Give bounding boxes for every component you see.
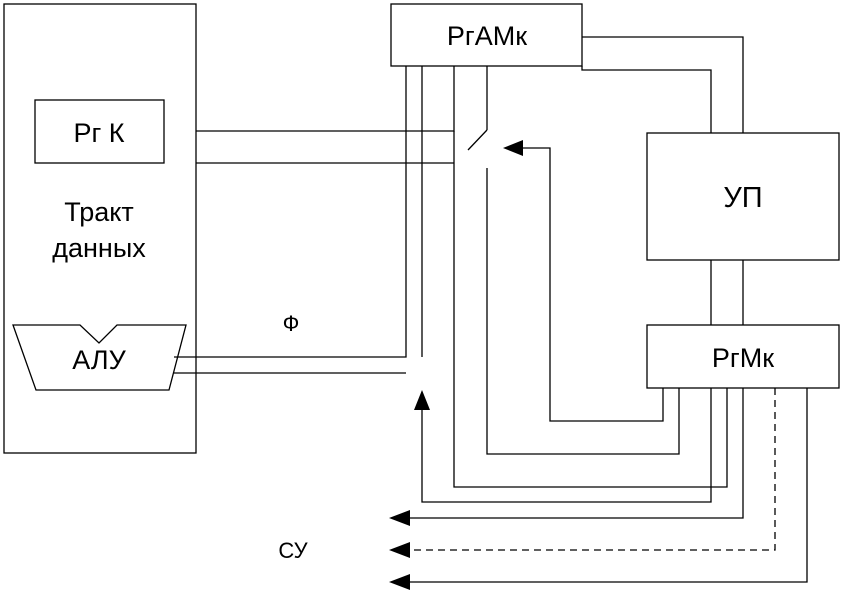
reg-mk-label: РгМк — [712, 343, 774, 373]
reg-k-block — [34, 99, 165, 164]
mk-to-flag-wire — [421, 388, 712, 503]
reg-k-wire-1 — [196, 66, 455, 132]
flag-label: Ф — [283, 311, 300, 336]
reg-k-label: Рг К — [73, 118, 124, 148]
switch-blade — [467, 129, 488, 151]
amk-to-up-wire-inner — [581, 66, 712, 133]
mk-to-amk-wire — [453, 131, 728, 488]
control-signal-arrow-2 — [389, 542, 410, 558]
data-path-label-line2: данных — [52, 233, 146, 263]
alu-label: АЛУ — [72, 345, 126, 375]
control-signal-wire-1 — [408, 388, 744, 519]
switch-control-arrow — [503, 140, 523, 156]
mk-to-switch-wire — [520, 147, 664, 422]
reg-mk-block — [646, 324, 840, 389]
data-path-label-line1: Тракт — [64, 197, 134, 227]
switch-to-mk-wire — [486, 168, 680, 455]
control-signal-wire-3 — [408, 388, 808, 583]
reg-amk-block — [390, 3, 583, 67]
control-signal-arrow-3 — [389, 574, 410, 590]
control-signal-arrow-1 — [389, 510, 410, 526]
reg-amk-label: РгАМк — [447, 21, 527, 51]
amk-to-up-wire-outer — [582, 36, 744, 133]
control-unit-block — [646, 132, 840, 261]
control-signals-label: СУ — [278, 538, 308, 563]
alu-flag-wire-upper — [174, 66, 407, 358]
control-signal-wire-2 — [408, 388, 776, 551]
alu-block — [12, 324, 187, 391]
control-unit-label: УП — [723, 182, 762, 214]
flag-select-arrow — [414, 390, 430, 410]
